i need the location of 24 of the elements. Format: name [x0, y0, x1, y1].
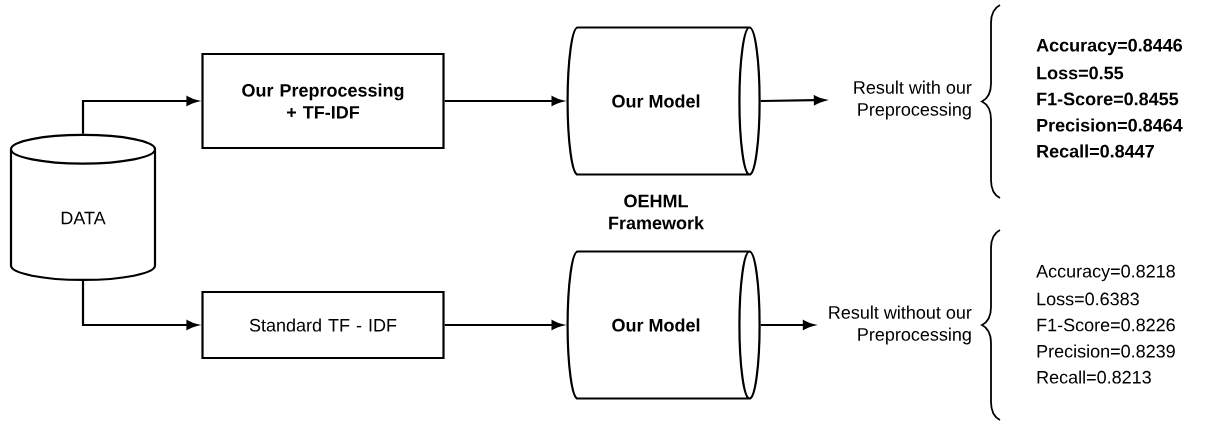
process-box: Standard TF - IDF [201, 290, 445, 360]
framework-label: OEHML Framework [609, 194, 705, 230]
result-text: Result with our Preprocessing [854, 80, 972, 120]
model-cylinder: Our Model [566, 250, 761, 400]
arrow [760, 320, 815, 330]
metric-text: Accuracy=0.8218 [1036, 264, 1175, 282]
database-cylinder: DATA [9, 133, 157, 282]
metric-text: Recall=0.8447 [1037, 144, 1154, 158]
metric-text: Loss=0.6383 [1037, 292, 1139, 306]
metric-text: Precision=0.8464 [1037, 118, 1183, 132]
metric-text: Precision=0.8239 [1037, 344, 1175, 358]
result-text: Result without our Preprocessing [829, 305, 972, 345]
arrow [81, 281, 198, 330]
process-box: Our Preprocessing + TF-IDF [201, 52, 445, 150]
model-cylinder: Our Model [566, 26, 761, 176]
arrow [444, 320, 563, 330]
metric-text: F1-Score=0.8455 [1037, 92, 1179, 106]
arrow [81, 96, 198, 134]
arrow [760, 95, 826, 105]
metric-text: Accuracy=0.8446 [1036, 38, 1183, 56]
arrow [444, 96, 563, 106]
metric-text: Loss=0.55 [1037, 66, 1124, 80]
metric-text: Recall=0.8213 [1037, 370, 1151, 384]
metric-text: F1-Score=0.8226 [1037, 318, 1175, 332]
